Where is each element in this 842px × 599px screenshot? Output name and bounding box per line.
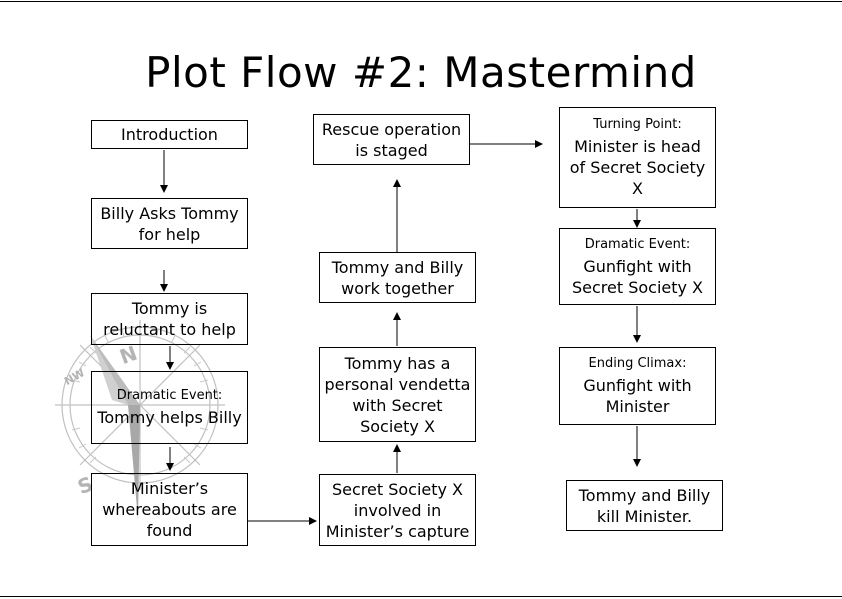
box-dramatic-event-1: Dramatic Event: Tommy helps Billy <box>91 371 248 444</box>
box-ending-climax-heading: Ending Climax: <box>588 356 687 371</box>
box-introduction-label: Introduction <box>121 125 218 144</box>
box-dramatic-event-2: Dramatic Event: Gunfight with Secret Soc… <box>559 228 716 305</box>
box-ministers-whereabouts-label: Minister’s whereabouts are found <box>102 479 237 540</box>
box-turning-point: Turning Point: Minister is head of Secre… <box>559 107 716 208</box>
box-billy-asks-tommy-label: Billy Asks Tommy for help <box>100 203 239 244</box>
box-ending-climax: Ending Climax: Gunfight with Minister <box>559 347 716 425</box>
box-turning-point-heading: Turning Point: <box>593 117 682 132</box>
page-title: Plot Flow #2: Mastermind <box>145 48 697 97</box>
box-kill-minister-label: Tommy and Billy kill Minister. <box>578 485 711 526</box>
box-personal-vendetta: Tommy has a personal vendetta with Secre… <box>319 347 476 442</box>
box-dramatic-event-1-label: Tommy helps Billy <box>97 408 242 427</box>
box-kill-minister: Tommy and Billy kill Minister. <box>566 480 723 531</box>
box-rescue-operation: Rescue operation is staged <box>313 114 470 165</box>
box-tommy-reluctant: Tommy is reluctant to help <box>91 293 248 345</box>
box-work-together: Tommy and Billy work together <box>319 252 476 303</box>
bottom-rule <box>0 596 842 597</box>
box-introduction: Introduction <box>91 120 248 149</box>
box-work-together-label: Tommy and Billy work together <box>331 257 464 298</box>
box-rescue-operation-label: Rescue operation is staged <box>321 119 462 160</box>
box-ministers-whereabouts: Minister’s whereabouts are found <box>91 473 248 546</box>
top-rule <box>0 1 842 2</box>
box-personal-vendetta-label: Tommy has a personal vendetta with Secre… <box>324 353 471 436</box>
box-dramatic-event-2-label: Gunfight with Secret Society X <box>571 256 704 297</box>
box-secret-society-involved: Secret Society X involved in Minister’s … <box>319 474 476 546</box>
compass-n-letter: N <box>116 341 140 369</box>
box-tommy-reluctant-label: Tommy is reluctant to help <box>103 299 236 339</box>
box-ending-climax-label: Gunfight with Minister <box>583 376 692 416</box>
box-billy-asks-tommy: Billy Asks Tommy for help <box>91 198 248 249</box>
box-dramatic-event-1-heading: Dramatic Event: <box>116 388 223 403</box>
box-secret-society-involved-label: Secret Society X involved in Minister’s … <box>325 479 470 541</box>
box-turning-point-label: Minister is head of Secret Society X <box>569 137 706 198</box>
box-dramatic-event-2-heading: Dramatic Event: <box>584 236 691 252</box>
